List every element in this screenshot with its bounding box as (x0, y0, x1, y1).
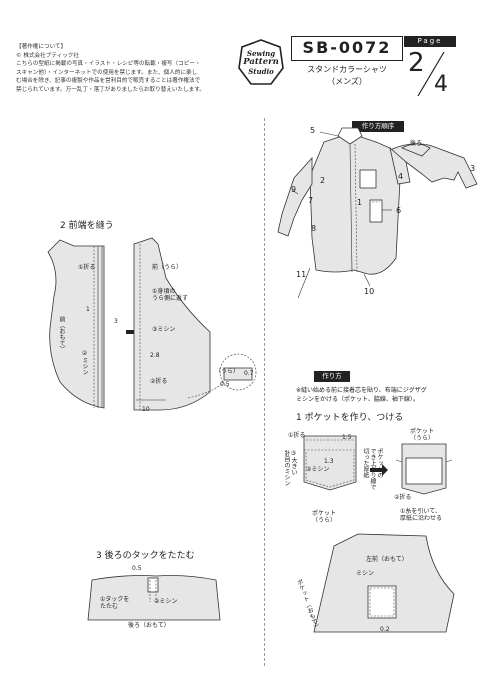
step2-measure-2-8: 2.8 (150, 352, 160, 359)
copyright-line: む場合を除き、記事の複製や作品を営利目的で販売することは著作権法で (16, 78, 201, 85)
step1-machine2: ミシン (356, 570, 375, 577)
order-back-label: 後ろ (410, 140, 423, 147)
step1-measure-1-5: 1.5 (342, 434, 352, 441)
copyright-company: © 株式会社ブティック社 (16, 52, 79, 59)
copyright-line: スキャン他）・インターネットでの使用を禁じます。また、個人的に楽し (16, 69, 198, 76)
page-slash-icon (417, 51, 445, 97)
step1-pocket-back-2: ポケット （うら） (410, 428, 435, 442)
copyright-notice: 【著作権について】 © 株式会社ブティック社 こちらの型紙に掲載の写真・イラスト… (16, 43, 230, 95)
copyright-heading: 【著作権について】 (16, 44, 67, 50)
order-num-6: 6 (396, 206, 402, 215)
step2-measure-0-5: 0.5 (220, 381, 230, 388)
pattern-subtitle: （メンズ） (327, 77, 367, 86)
page-label: Page (404, 36, 456, 47)
step1-big-stitch: ③大きい 針目のミシン (283, 450, 297, 486)
step1-cut-card: ポケットの でき上がり線で 切った厚紙 (362, 448, 383, 490)
order-num-10: 10 (364, 287, 375, 296)
step3-measure-0-5: 0.5 (132, 565, 142, 572)
copyright-line: こちらの型紙に掲載の写真・イラスト・レシピ等の転載・複写（コピー・ (16, 61, 201, 68)
step3-title: 3 後ろのタックをたたむ (96, 551, 195, 561)
order-num-8: 8 (311, 224, 317, 233)
order-num-4: 4 (398, 172, 404, 181)
shirt-order-illustration (277, 127, 478, 299)
column-divider (264, 118, 265, 666)
step1-title: 1 ポケットを作り、つける (296, 413, 404, 423)
step3-machine: ②ミシン (154, 598, 178, 605)
step2-measure-0-7: 0.7 (244, 370, 254, 377)
step1-machine: ②ミシン (306, 466, 330, 473)
step1-measure-1-3: 1.3 (324, 458, 334, 465)
pattern-title: スタンドカラーシャツ (307, 65, 387, 74)
step2-front-face: 前（おもて） (58, 316, 65, 352)
logo-text-studio: Studio (248, 67, 274, 76)
step2-measure-3: 3 (114, 318, 118, 325)
step3-back-face: 後ろ（おもて） (128, 622, 170, 629)
step2-measure-10: 10 (142, 406, 150, 413)
howto-title: 作り方 (314, 371, 350, 382)
step1-pocket-diagram (303, 435, 453, 495)
order-num-9: 9 (291, 185, 297, 194)
step2-ura: （うら） (215, 368, 240, 375)
step2-measure-1: 1 (86, 306, 90, 313)
order-num-1: 1 (357, 198, 363, 207)
step2-machine: ②ミシン (81, 350, 88, 375)
order-num-3: 3 (470, 164, 476, 173)
step2-front-diagram (47, 237, 257, 411)
order-num-2: 2 (320, 176, 326, 185)
step1-pull-thread: ①糸を引いて、 厚紙に沿わせる (400, 508, 443, 522)
pattern-header: SB-0072 スタンドカラーシャツ （メンズ） (291, 36, 403, 98)
step1-fold: ①折る (288, 432, 306, 439)
logo-text-pattern: Pattern (243, 57, 279, 67)
step2-title: 2 前端を縫う (60, 221, 114, 231)
order-title: 作り方順序 (352, 121, 404, 132)
step3-back-diagram (87, 575, 221, 621)
pattern-code: SB-0072 (291, 36, 403, 61)
step2-machine3: ③ミシン (152, 326, 176, 333)
step2-return: ①身頃の うら側に返す (152, 288, 189, 302)
howto-note: ※縫い始める前に接着芯を貼り、布端にジグザグ ミシンをかける（ポケット、脇線、袖… (296, 387, 427, 403)
page-indicator: Page 2 4 (404, 36, 456, 98)
page-current: 2 (408, 48, 425, 78)
step1-left-front: 左前（おもて） (366, 556, 408, 563)
step2-front-back: 前（うら） (152, 264, 183, 271)
step2-fold: ①折る (78, 264, 96, 271)
brand-logo: Sewing Pattern Studio (236, 38, 286, 88)
step2-fold2: ②折る (150, 378, 168, 385)
logo-badge-icon (238, 39, 284, 85)
order-num-7: 7 (308, 196, 314, 205)
order-num-5: 5 (310, 126, 316, 135)
step1-fold2: ②折る (394, 494, 412, 501)
step1-measure-0-2: 0.2 (380, 626, 390, 633)
step1-left-front-diagram (313, 533, 455, 633)
copyright-line: 禁じられています。万一乱丁・落丁がありましたらお取り替えいたします。 (16, 86, 205, 93)
page-total: 4 (434, 72, 448, 97)
order-num-11: 11 (296, 270, 307, 279)
step3-tuck: ①タックを たたむ (100, 596, 130, 610)
logo-text-sewing: Sewing (246, 49, 276, 58)
step1-pocket-back: ポケット （うら） (312, 510, 337, 524)
